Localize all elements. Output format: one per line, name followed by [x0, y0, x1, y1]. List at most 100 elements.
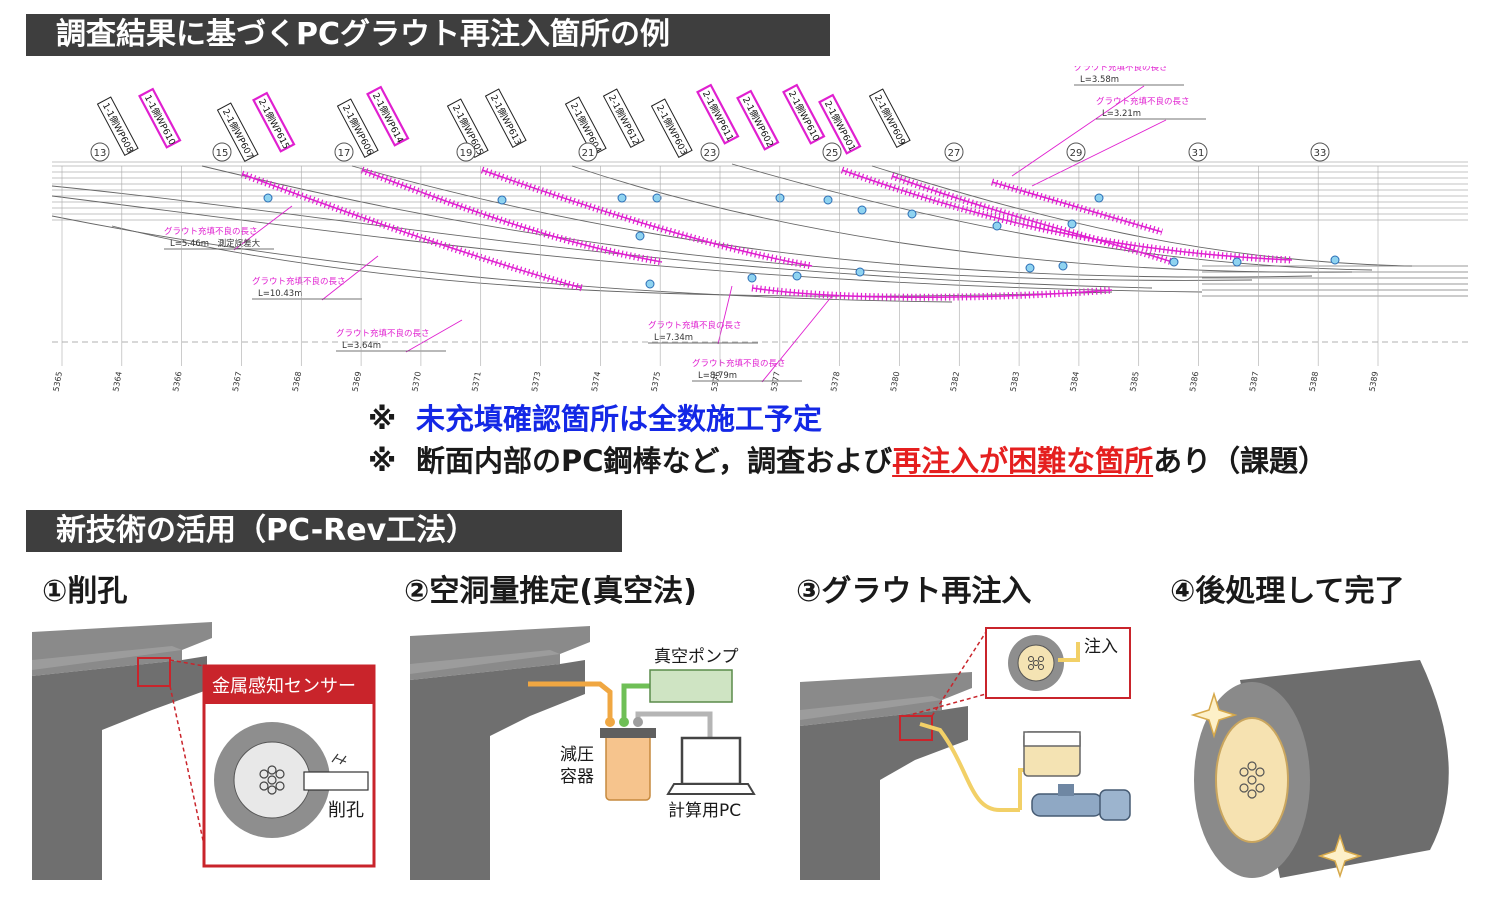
bottom-tick-label: 5371 [470, 371, 482, 393]
defect-callout: グラウト充填不良の長さ L=3.58m [1011, 66, 1184, 177]
bottom-tick-label: 5383 [1009, 371, 1021, 393]
bottom-tick-label: 5373 [530, 371, 542, 393]
callout-leader [405, 319, 463, 353]
bottom-tick-label: 5377 [769, 371, 781, 393]
tendon-tag: 2-1側WP609 [868, 88, 911, 148]
note-text-pre: 断面内部のPC鋼棒など，調査および [416, 444, 893, 478]
drill-hole [303, 771, 369, 791]
bottom-tick-label: 5367 [231, 371, 243, 393]
section-marker [90, 142, 110, 162]
sensor-label: 金属感知センサー [212, 676, 356, 697]
survey-point [747, 273, 757, 283]
vessel-label-1: 減圧 [560, 745, 594, 765]
drill-label: 削孔 [328, 800, 364, 821]
survey-point [823, 195, 833, 205]
section-marker [1188, 142, 1208, 162]
survey-point [855, 267, 865, 277]
section-marker-text: 21 [582, 148, 595, 159]
note-mark: ※ [368, 444, 397, 478]
step-label-drilling: ①削孔 [42, 574, 128, 609]
pc-label: 計算用PC [668, 801, 741, 821]
bottom-tick-label: 5386 [1188, 371, 1200, 393]
bottom-tick-label: 5369 [351, 371, 363, 393]
bottom-tick-label: 5384 [1068, 371, 1080, 393]
section-marker [456, 142, 476, 162]
bottom-tick-label: 5368 [291, 371, 303, 393]
tendon-line [351, 165, 1313, 278]
reinjection-illustration: 注入 [800, 627, 1131, 880]
section-marker [1310, 142, 1330, 162]
sparkle-icon [1190, 691, 1238, 739]
section-marker-text: 15 [216, 148, 229, 159]
note-text-post: あり（課題） [1153, 444, 1328, 478]
section-marker-text: 17 [338, 148, 351, 159]
step-label-void-estimation: ②空洞量推定(真空法) [404, 574, 697, 609]
callout-label: グラウト充填不良の長さ [1096, 96, 1190, 107]
tendon-tag-text: 2-1側WP612 [606, 93, 643, 147]
tendon-tag: 2-1側WP611 [696, 83, 740, 145]
tendon-line [201, 165, 1253, 281]
hose-green [621, 683, 650, 720]
tendon-tag: 1-1側WP610 [138, 87, 182, 149]
survey-point [617, 193, 627, 203]
defect-segment [891, 175, 1173, 263]
step-label-reinjection: ③グラウト再注入 [796, 574, 1032, 609]
section-marker [700, 142, 720, 162]
note-text-highlight: 再注入が困難な箇所 [892, 444, 1154, 478]
survey-point [1025, 263, 1035, 273]
tendon-tag: 2-1側WP613 [484, 88, 527, 148]
callout-value: L=10.43m [258, 289, 302, 299]
strand-bundle [259, 765, 285, 795]
tendon-line [871, 165, 1413, 267]
tendon-tag: 2-1側WP603 [650, 98, 693, 158]
callout-value: L=3.58m [1080, 75, 1119, 85]
bottom-tick-label: 5380 [889, 371, 901, 393]
bottom-tick-label: 5366 [171, 371, 183, 393]
survey-point [992, 221, 1002, 231]
survey-point [635, 231, 645, 241]
callout-label: グラウト充填不良の長さ [164, 226, 258, 237]
survey-point [907, 209, 917, 219]
section-marker-text: 31 [1192, 148, 1205, 159]
tendon-line [571, 165, 1353, 273]
callout-leader [1031, 119, 1167, 187]
callout-label: グラウト充填不良の長さ [1074, 66, 1168, 73]
drill-target-box [137, 657, 171, 687]
section-title-survey: 調査結果に基づくPCグラウト再注入箇所の例 [26, 14, 830, 56]
defect-segment [241, 173, 583, 289]
step-label-finish: ④後処理して完了 [1170, 574, 1405, 609]
bottom-tick-label: 5389 [1368, 371, 1380, 393]
bottom-tick-label: 5375 [650, 371, 662, 393]
bottom-tick-label: 5385 [1128, 371, 1140, 393]
bottom-tick-label: 5374 [590, 371, 602, 393]
section-marker-text: 19 [460, 148, 473, 159]
girder-web [32, 656, 207, 880]
tendon-tag: 2-1側WP615 [252, 91, 296, 153]
tendon-tag: 2-1側WP602 [736, 89, 780, 151]
section-marker [822, 142, 842, 162]
sparkle-icon [1317, 833, 1363, 879]
vacuum-pump [649, 669, 733, 703]
strand-bundle [1239, 761, 1265, 799]
survey-point [1330, 255, 1340, 265]
survey-point [1058, 261, 1068, 271]
bottom-tick-label: 5364 [111, 371, 123, 393]
drilling-illustration: 金属感知センサー 削孔 [32, 622, 376, 880]
duct-inner [1017, 644, 1055, 682]
survey-point [1232, 257, 1242, 267]
callout-leader [233, 205, 293, 251]
bottom-tick-label: 5378 [829, 371, 841, 393]
callout-label: グラウト充填不良の長さ [648, 320, 742, 331]
section-marker [944, 142, 964, 162]
note-difficult-locations: ※ 断面内部のPC鋼棒など，調査および再注入が困難な箇所あり（課題） [368, 438, 1327, 480]
duct-inner [233, 741, 311, 819]
section-marker-text: 13 [94, 148, 107, 159]
defect-segment [841, 169, 1293, 261]
section-marker [578, 142, 598, 162]
tendon-tag: 2-1側WP612 [602, 88, 645, 148]
section-marker-text: 27 [948, 148, 961, 159]
